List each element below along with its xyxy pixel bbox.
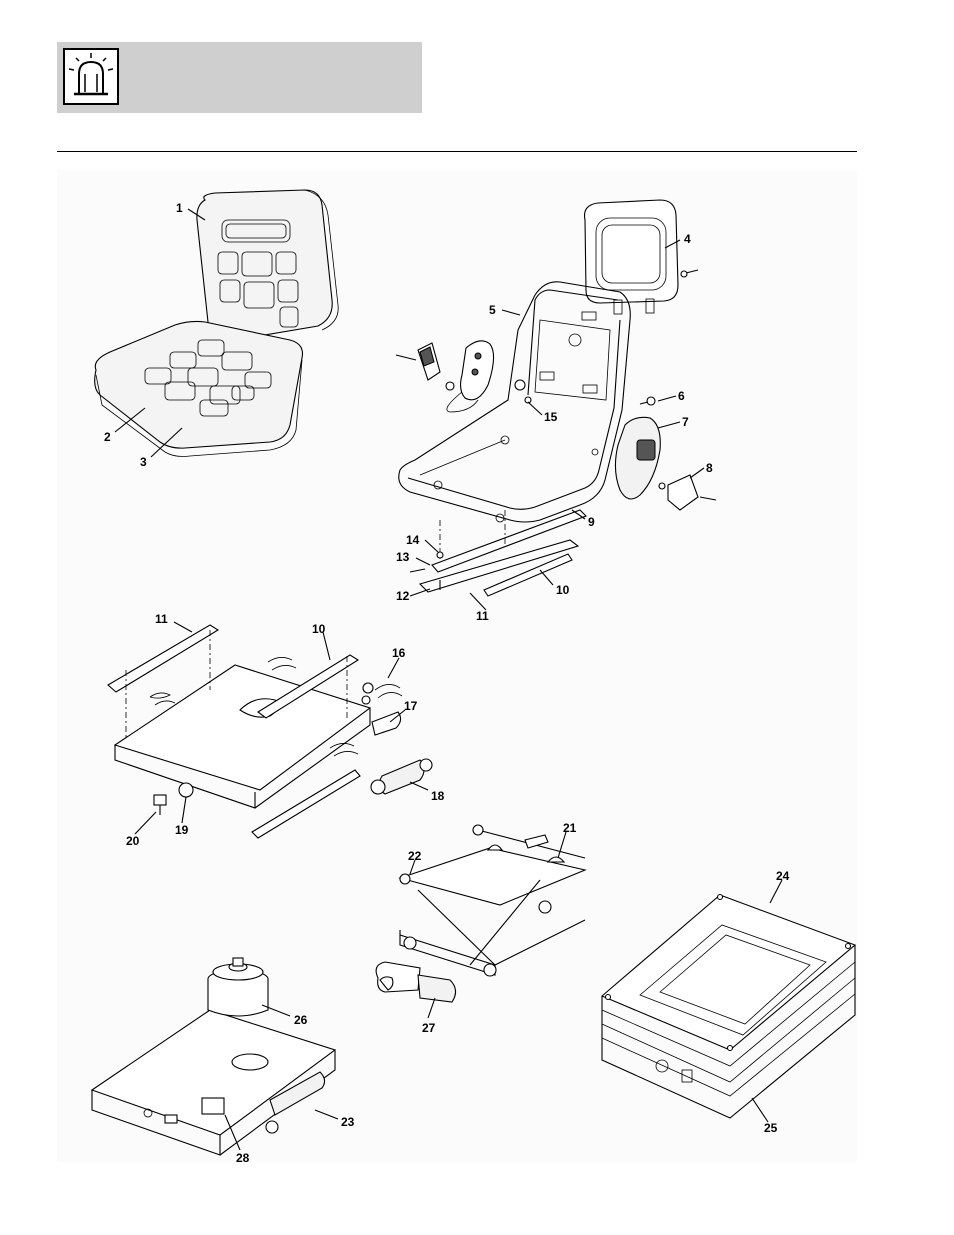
seat-belt-assembly	[396, 341, 531, 412]
headrest	[585, 200, 698, 314]
callout-27: 27	[422, 1021, 436, 1035]
callout-18: 18	[431, 789, 445, 803]
callout-11-lower: 11	[155, 612, 168, 626]
callout-16: 16	[392, 646, 406, 660]
callout-1: 1	[176, 201, 183, 215]
callout-21: 21	[563, 821, 577, 835]
callout-23: 23	[341, 1115, 355, 1129]
callout-20: 20	[126, 834, 140, 848]
callout-24: 24	[776, 869, 790, 883]
shock-absorber	[376, 962, 455, 1002]
callout-6: 6	[678, 389, 685, 403]
slide-base-assembly	[108, 625, 432, 838]
callout-12: 12	[396, 589, 410, 603]
suspension-bellows	[602, 895, 855, 1119]
callout-10-upper: 10	[556, 583, 570, 597]
callout-2: 2	[104, 430, 111, 444]
callout-10-lower: 10	[312, 622, 326, 636]
callout-28: 28	[236, 1151, 250, 1165]
side-armrest-parts	[615, 397, 716, 510]
seat-cushion	[95, 321, 303, 456]
callout-11-upper: 11	[476, 609, 489, 623]
scissor-suspension	[400, 825, 585, 976]
callout-9: 9	[588, 515, 595, 529]
callout-8: 8	[706, 461, 713, 475]
callout-17: 17	[404, 699, 418, 713]
callout-7: 7	[682, 415, 689, 429]
callout-5: 5	[489, 303, 496, 317]
callout-22: 22	[408, 849, 422, 863]
callout-15: 15	[544, 410, 558, 424]
callout-4: 4	[684, 232, 691, 246]
seat-frame	[399, 282, 631, 522]
callout-26: 26	[294, 1013, 308, 1027]
air-spring-base	[92, 958, 335, 1155]
seat-back-cushion	[197, 190, 338, 340]
callout-25: 25	[764, 1121, 778, 1135]
callout-14: 14	[406, 533, 420, 547]
callout-19: 19	[175, 823, 189, 837]
callout-3: 3	[140, 455, 147, 469]
callout-13: 13	[396, 550, 410, 564]
